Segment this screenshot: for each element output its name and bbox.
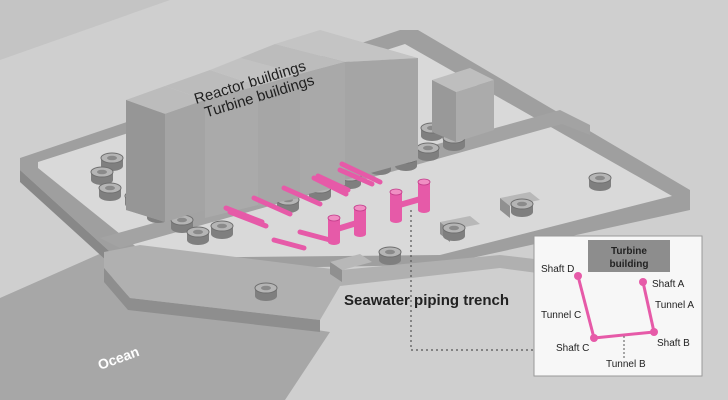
pipe-segment xyxy=(337,167,375,187)
tank xyxy=(186,226,210,245)
shaft-a-marker xyxy=(639,278,647,286)
trench-label: Seawater piping trench xyxy=(344,292,509,309)
leader-line xyxy=(410,210,534,351)
seawater-pipes xyxy=(223,161,431,251)
shaft-d-label: Shaft D xyxy=(541,264,574,275)
trench-inset: Turbine building Shaft D Shaft A Tunnel … xyxy=(533,235,703,377)
tank xyxy=(254,282,278,301)
pipe-link xyxy=(395,195,425,209)
turbine-building-label-1: Turbine xyxy=(611,246,647,257)
pipe-shaft xyxy=(417,178,431,213)
tunnel-c-label: Tunnel C xyxy=(541,310,581,321)
tank xyxy=(378,246,402,265)
shaft-c-label: Shaft C xyxy=(556,343,589,354)
turbine-building-label-2: building xyxy=(610,259,649,270)
tank xyxy=(100,152,124,171)
pipe-segment xyxy=(271,237,307,251)
shaft-b-marker xyxy=(650,328,658,336)
background-road xyxy=(0,0,170,60)
tunnel-b-line xyxy=(593,330,655,340)
pipe-shaft xyxy=(353,204,367,237)
shaft-c-marker xyxy=(590,334,598,342)
tank xyxy=(98,182,122,201)
tunnel-b-label: Tunnel B xyxy=(606,359,646,370)
reactor-turbine-buildings xyxy=(126,30,494,222)
tank xyxy=(210,220,234,239)
pipe-segment xyxy=(227,209,269,229)
shaft-a-label: Shaft A xyxy=(652,279,685,290)
tank xyxy=(510,198,534,217)
tank xyxy=(588,172,612,191)
pipe-segment xyxy=(315,173,351,193)
shaft-d-marker xyxy=(574,272,582,280)
pipe-segment xyxy=(297,229,333,243)
tank xyxy=(90,166,114,185)
harbour-wall-side xyxy=(104,268,320,332)
shaft-b-label: Shaft B xyxy=(657,338,690,349)
pipe-link xyxy=(333,219,361,233)
pipe-segment xyxy=(281,185,323,207)
tank xyxy=(416,142,440,161)
tank xyxy=(442,222,466,241)
turbine-building-box xyxy=(588,240,670,272)
pipe-shaft xyxy=(389,188,403,223)
pipe-segment xyxy=(339,161,383,185)
harbour-wall xyxy=(104,245,560,320)
pipe-segment xyxy=(311,175,349,197)
tunnel-a-line xyxy=(641,281,656,333)
tunnel-a-label: Tunnel A xyxy=(655,300,694,311)
ocean-surface xyxy=(0,252,330,400)
tunnel-c-line xyxy=(576,275,596,339)
pipe-segment xyxy=(251,195,293,217)
